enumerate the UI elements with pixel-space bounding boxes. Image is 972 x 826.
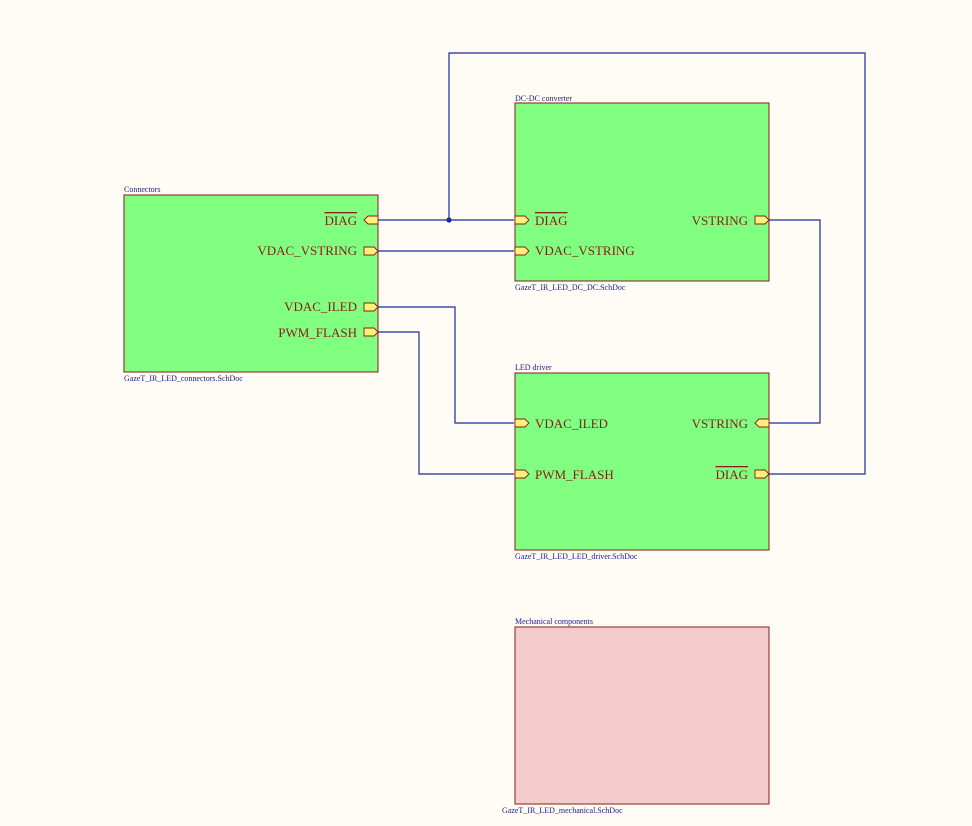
port-connectors-vdac-iled[interactable] [363, 302, 379, 312]
port-connectors-vdac-vstring-label: VDAC_VSTRING [257, 243, 357, 258]
sheet-led-driver-file: GazeT_IR_LED_LED_driver.SchDoc [515, 552, 638, 561]
port-led-diag-label: DIAG [716, 467, 749, 482]
sheet-mechanical-title: Mechanical components [515, 617, 593, 626]
sheet-dcdc-body[interactable] [514, 102, 770, 282]
port-led-pwm-flash[interactable] [514, 469, 530, 479]
wire-junction [446, 217, 452, 223]
port-connectors-vdac-vstring[interactable] [363, 246, 379, 256]
wire-vdac-iled[interactable] [378, 306, 514, 424]
sheet-connectors-title: Connectors [124, 185, 160, 194]
sheet-dcdc-title: DC-DC converter [515, 94, 572, 103]
port-dcdc-diag[interactable] [514, 215, 530, 225]
sheet-mechanical[interactable]: Mechanical components GazeT_IR_LED_mecha… [502, 617, 770, 815]
port-led-vstring[interactable] [754, 418, 770, 428]
port-led-vdac-iled-label: VDAC_ILED [535, 416, 608, 431]
port-dcdc-vstring[interactable] [754, 215, 770, 225]
sheet-connectors-file: GazeT_IR_LED_connectors.SchDoc [124, 374, 243, 383]
port-connectors-vdac-iled-label: VDAC_ILED [284, 299, 357, 314]
port-connectors-diag[interactable] [363, 215, 379, 225]
port-led-diag[interactable] [754, 469, 770, 479]
sheet-led-driver[interactable]: LED driver GazeT_IR_LED_LED_driver.SchDo… [514, 363, 770, 561]
sheet-led-driver-body[interactable] [514, 372, 770, 551]
port-dcdc-vdac-vstring[interactable] [514, 246, 530, 256]
port-led-vdac-iled[interactable] [514, 418, 530, 428]
port-dcdc-vstring-label: VSTRING [692, 213, 748, 228]
sheet-dcdc[interactable]: DC-DC converter GazeT_IR_LED_DC_DC.SchDo… [514, 94, 770, 292]
port-connectors-diag-label: DIAG [325, 213, 358, 228]
wire-vstring[interactable] [769, 219, 821, 424]
wire-pwm-flash[interactable] [378, 331, 514, 475]
sheet-mechanical-file: GazeT_IR_LED_mechanical.SchDoc [502, 806, 623, 815]
wire-diag-loop[interactable] [448, 52, 866, 475]
port-connectors-pwm-flash[interactable] [363, 327, 379, 337]
sheet-mechanical-body[interactable] [514, 626, 770, 805]
sheet-connectors-body[interactable] [123, 194, 379, 373]
port-led-vstring-label: VSTRING [692, 416, 748, 431]
wires [378, 52, 866, 475]
port-connectors-pwm-flash-label: PWM_FLASH [278, 325, 357, 340]
sheet-led-driver-title: LED driver [515, 363, 552, 372]
sheet-connectors[interactable]: Connectors GazeT_IR_LED_connectors.SchDo… [123, 185, 379, 383]
port-dcdc-diag-label: DIAG [535, 213, 568, 228]
sheet-dcdc-file: GazeT_IR_LED_DC_DC.SchDoc [515, 283, 626, 292]
port-dcdc-vdac-vstring-label: VDAC_VSTRING [535, 243, 635, 258]
port-led-pwm-flash-label: PWM_FLASH [535, 467, 614, 482]
